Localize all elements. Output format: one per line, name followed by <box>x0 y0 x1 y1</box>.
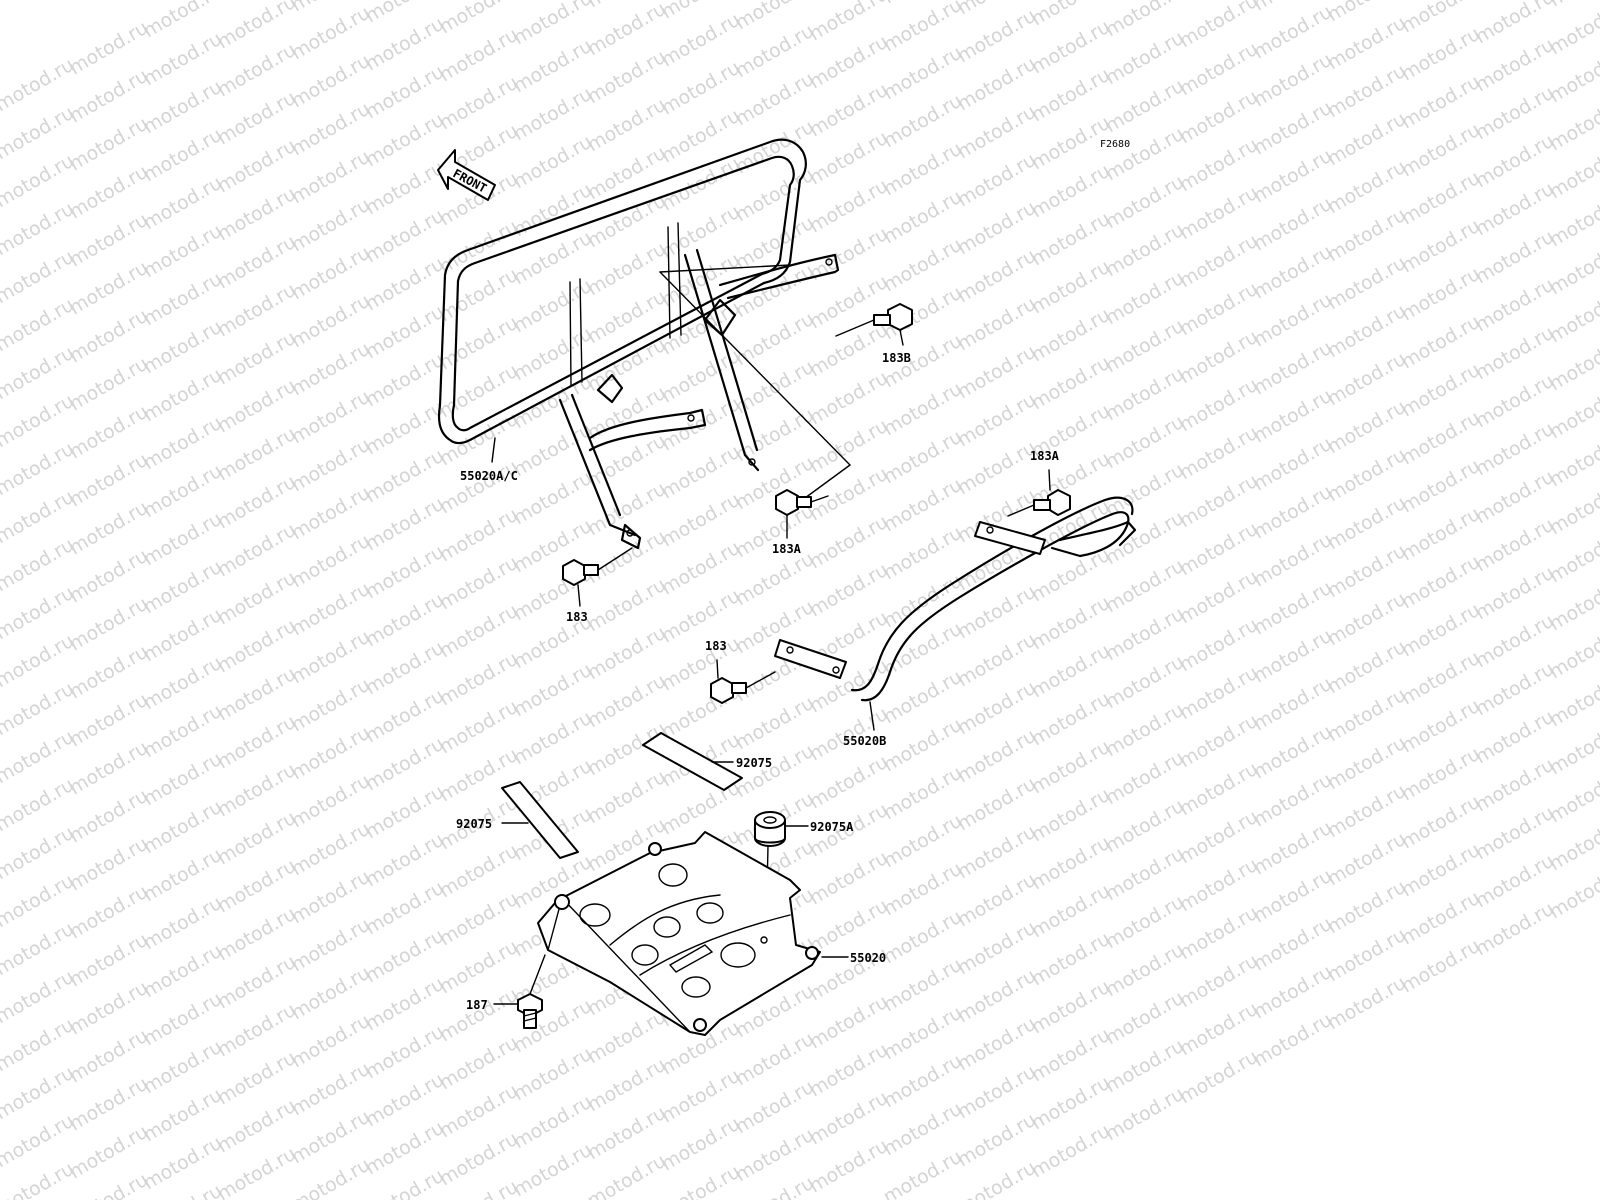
label-screw: 187 <box>466 998 488 1012</box>
bolt-183a-mid <box>775 489 829 539</box>
watermark-text: motod.ru <box>1546 0 1600 59</box>
label-bolt-183a-mid: 183A <box>772 542 802 556</box>
bolt-183b <box>835 303 913 346</box>
label-bolt-183a-upper: 183A <box>1030 449 1060 463</box>
front-rack-drawing <box>437 138 851 550</box>
bolt-183-left <box>562 547 633 607</box>
label-bolt-183-mid: 183 <box>705 639 727 653</box>
label-pad-upper: 92075 <box>736 756 772 770</box>
rear-bar-drawing <box>774 496 1137 731</box>
figure-code: F2680 <box>1100 139 1130 150</box>
label-bolt-183b: 183B <box>882 351 911 365</box>
skid-plate-drawing <box>537 831 849 1036</box>
pad-left <box>501 781 579 859</box>
pad-upper <box>642 732 743 791</box>
bolt-183a-upper <box>1007 469 1071 517</box>
label-bolt-183-left: 183 <box>566 610 588 624</box>
label-front-rack: 55020A/C <box>460 469 518 483</box>
screw-187 <box>493 954 546 1029</box>
label-skid-plate: 55020 <box>850 951 886 965</box>
label-pad-left: 92075 <box>456 817 492 831</box>
watermark-text: motod.ru <box>1546 0 1600 11</box>
label-rear-bar: 55020B <box>843 734 886 748</box>
bolt-183-mid <box>710 659 776 704</box>
label-grommet: 92075A <box>810 820 854 834</box>
